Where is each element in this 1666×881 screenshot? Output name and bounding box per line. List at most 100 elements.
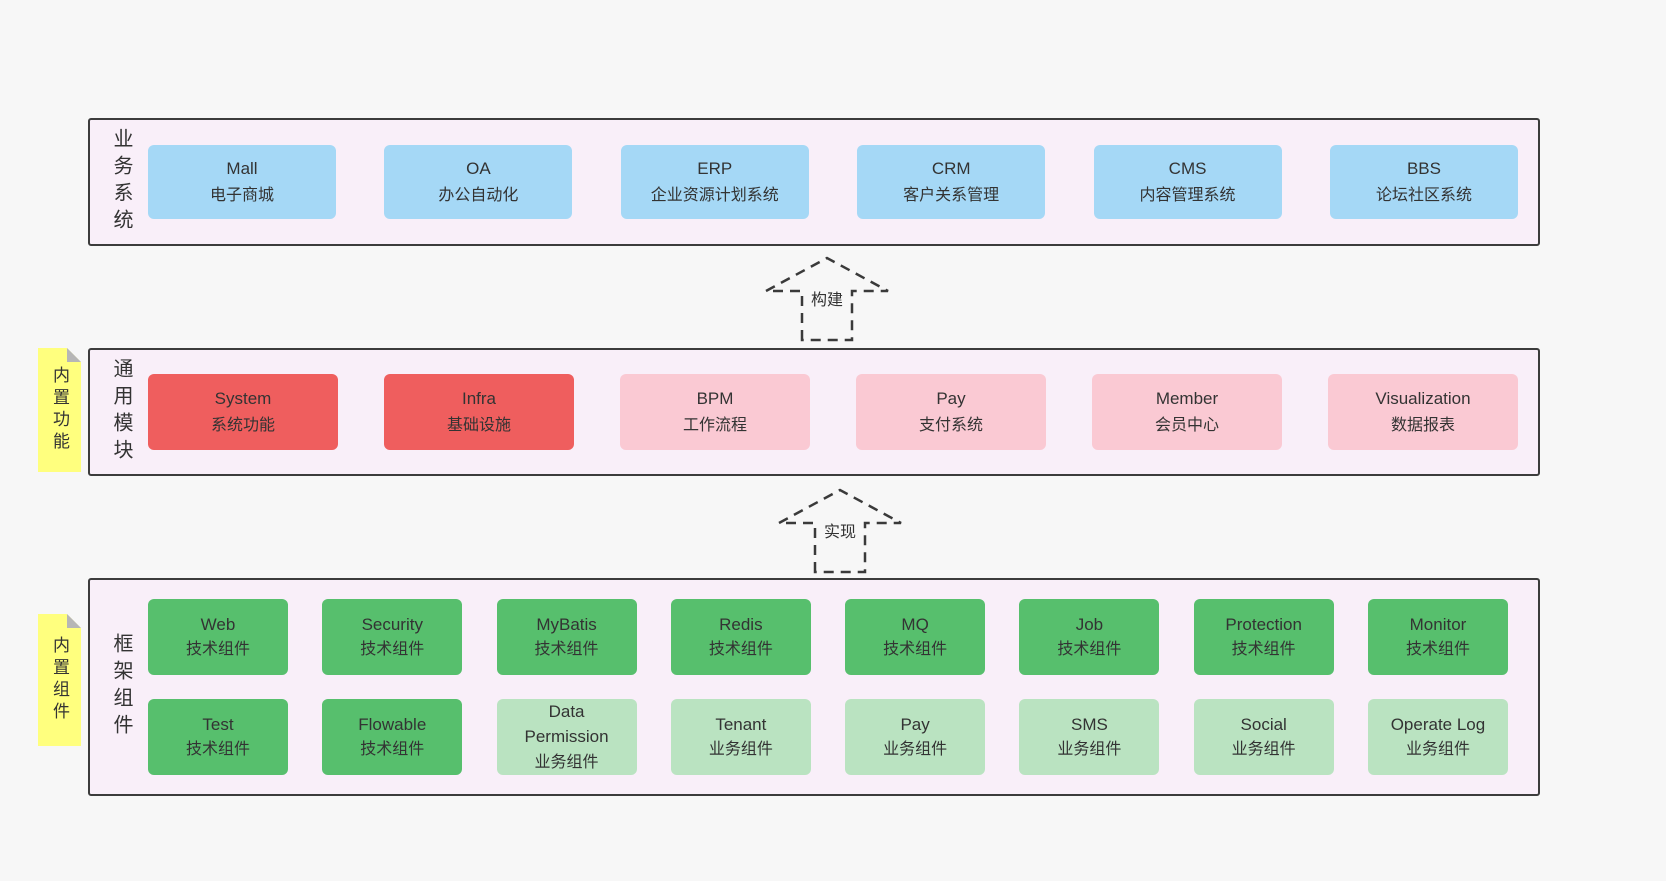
box-subtitle: 客户关系管理 <box>903 187 1000 205</box>
box-title: Member <box>1155 388 1219 408</box>
box-subtitle: 内容管理系统 <box>1139 187 1236 205</box>
box-mall: Mall 电子商城 <box>148 145 336 219</box>
box-title: Operate Log <box>1390 714 1486 734</box>
framework-rows: Web 技术组件 Security 技术组件 MyBatis 技术组件 Redi… <box>148 599 1508 775</box>
box-flowable: Flowable 技术组件 <box>322 699 463 775</box>
box-web: Web 技术组件 <box>148 599 288 675</box>
box-erp: ERP 企业资源计划系统 <box>620 145 809 219</box>
common-boxes-row: System 系统功能 Infra 基础设施 BPM 工作流程 Pay 支付系统… <box>148 374 1518 450</box>
box-tenant: Tenant 业务组件 <box>670 699 811 775</box>
box-title: Test <box>202 714 234 734</box>
box-subtitle: 业务组件 <box>1405 741 1470 759</box>
framework-row-1: Web 技术组件 Security 技术组件 MyBatis 技术组件 Redi… <box>148 599 1508 675</box>
box-job: Job 技术组件 <box>1019 599 1160 675</box>
box-subtitle: 企业资源计划系统 <box>650 187 779 205</box>
box-cms: CMS 内容管理系统 <box>1093 145 1282 219</box>
implement-arrow-label: 实现 <box>819 518 861 542</box>
box-title: Social <box>1240 714 1287 734</box>
box-subtitle: 技术组件 <box>1405 641 1470 659</box>
box-title: CMS <box>1168 158 1207 178</box>
box-oa: OA 办公自动化 <box>384 145 573 219</box>
box-title: Redis <box>719 614 763 634</box>
section-common-modules: 通用模块 System 系统功能 Infra 基础设施 BPM 工作流程 Pay… <box>88 348 1540 476</box>
dashed-up-arrow-icon <box>778 488 902 574</box>
box-title: ERP <box>697 158 733 178</box>
box-title: Web <box>200 614 236 634</box>
box-operate-log: Operate Log 业务组件 <box>1367 699 1508 775</box>
note-fold-corner-icon <box>67 348 81 362</box>
box-subtitle: 业务组件 <box>1057 741 1122 759</box>
box-subtitle: 业务组件 <box>883 741 948 759</box>
box-monitor: Monitor 技术组件 <box>1367 599 1508 675</box>
box-title: Data Permission <box>524 702 609 746</box>
business-boxes-row: Mall 电子商城 OA 办公自动化 ERP 企业资源计划系统 CRM 客户关系… <box>148 145 1518 219</box>
note-text: 内置功能 <box>50 366 69 454</box>
box-visualization: Visualization 数据报表 <box>1328 374 1518 450</box>
section-label-business: 业务系统 <box>110 128 132 236</box>
box-title: Protection <box>1225 614 1302 634</box>
box-security: Security 技术组件 <box>322 599 463 675</box>
box-title: Monitor <box>1409 614 1467 634</box>
box-title: OA <box>466 158 491 178</box>
box-subtitle: 技术组件 <box>708 641 773 659</box>
box-infra: Infra 基础设施 <box>384 374 574 450</box>
section-label-framework: 框架组件 <box>110 633 132 741</box>
box-subtitle: 工作流程 <box>682 417 747 435</box>
box-subtitle: 技术组件 <box>883 641 948 659</box>
build-arrow: 构建 <box>757 254 897 342</box>
note-builtin-components: 内置组件 <box>38 614 81 746</box>
box-subtitle: 会员中心 <box>1154 417 1219 435</box>
note-fold-corner-icon <box>67 614 81 628</box>
box-pay-business: Pay 业务组件 <box>845 699 986 775</box>
box-data-permission: Data Permission 业务组件 <box>496 699 637 775</box>
box-title: CRM <box>931 158 971 178</box>
box-subtitle: 电子商城 <box>209 187 274 205</box>
box-title: MQ <box>901 614 929 634</box>
box-title: Tenant <box>715 714 767 734</box>
box-title: Pay <box>900 714 930 734</box>
note-builtin-features: 内置功能 <box>38 348 81 472</box>
implement-arrow: 实现 <box>770 486 910 574</box>
box-subtitle: 数据报表 <box>1390 417 1455 435</box>
box-mq: MQ 技术组件 <box>845 599 986 675</box>
box-subtitle: 办公自动化 <box>438 187 519 205</box>
box-crm: CRM 客户关系管理 <box>857 145 1046 219</box>
build-arrow-label: 构建 <box>806 286 848 310</box>
box-title: Mall <box>226 158 258 178</box>
box-subtitle: 基础设施 <box>446 417 511 435</box>
box-title: BPM <box>696 388 734 408</box>
box-subtitle: 论坛社区系统 <box>1375 187 1472 205</box>
box-social: Social 业务组件 <box>1193 699 1334 775</box>
section-business-systems: 业务系统 Mall 电子商城 OA 办公自动化 ERP 企业资源计划系统 CRM… <box>88 118 1540 246</box>
box-subtitle: 技术组件 <box>185 741 250 759</box>
note-text: 内置组件 <box>50 636 69 724</box>
box-bbs: BBS 论坛社区系统 <box>1329 145 1518 219</box>
box-title: Pay <box>936 388 966 408</box>
box-subtitle: 技术组件 <box>1057 641 1122 659</box>
box-title: Flowable <box>358 714 427 734</box>
box-title: Security <box>361 614 423 634</box>
box-subtitle: 技术组件 <box>360 641 425 659</box>
box-redis: Redis 技术组件 <box>670 599 811 675</box>
box-title: Infra <box>461 388 497 408</box>
box-subtitle: 技术组件 <box>360 741 425 759</box>
box-pay: Pay 支付系统 <box>856 374 1046 450</box>
box-system: System 系统功能 <box>148 374 338 450</box>
box-title: Visualization <box>1375 388 1471 408</box>
box-subtitle: 技术组件 <box>534 641 599 659</box>
box-protection: Protection 技术组件 <box>1193 599 1334 675</box>
box-title: System <box>214 388 272 408</box>
box-subtitle: 系统功能 <box>210 417 275 435</box>
box-mybatis: MyBatis 技术组件 <box>496 599 637 675</box>
box-subtitle: 技术组件 <box>1231 641 1296 659</box>
box-test: Test 技术组件 <box>148 699 288 775</box>
box-subtitle: 业务组件 <box>534 753 599 771</box>
box-title: Job <box>1075 614 1104 634</box>
framework-row-2: Test 技术组件 Flowable 技术组件 Data Permission … <box>148 699 1508 775</box>
section-label-common: 通用模块 <box>110 358 132 466</box>
box-subtitle: 业务组件 <box>708 741 773 759</box>
box-bpm: BPM 工作流程 <box>620 374 810 450</box>
box-title: BBS <box>1406 158 1441 178</box>
box-sms: SMS 业务组件 <box>1019 699 1160 775</box>
